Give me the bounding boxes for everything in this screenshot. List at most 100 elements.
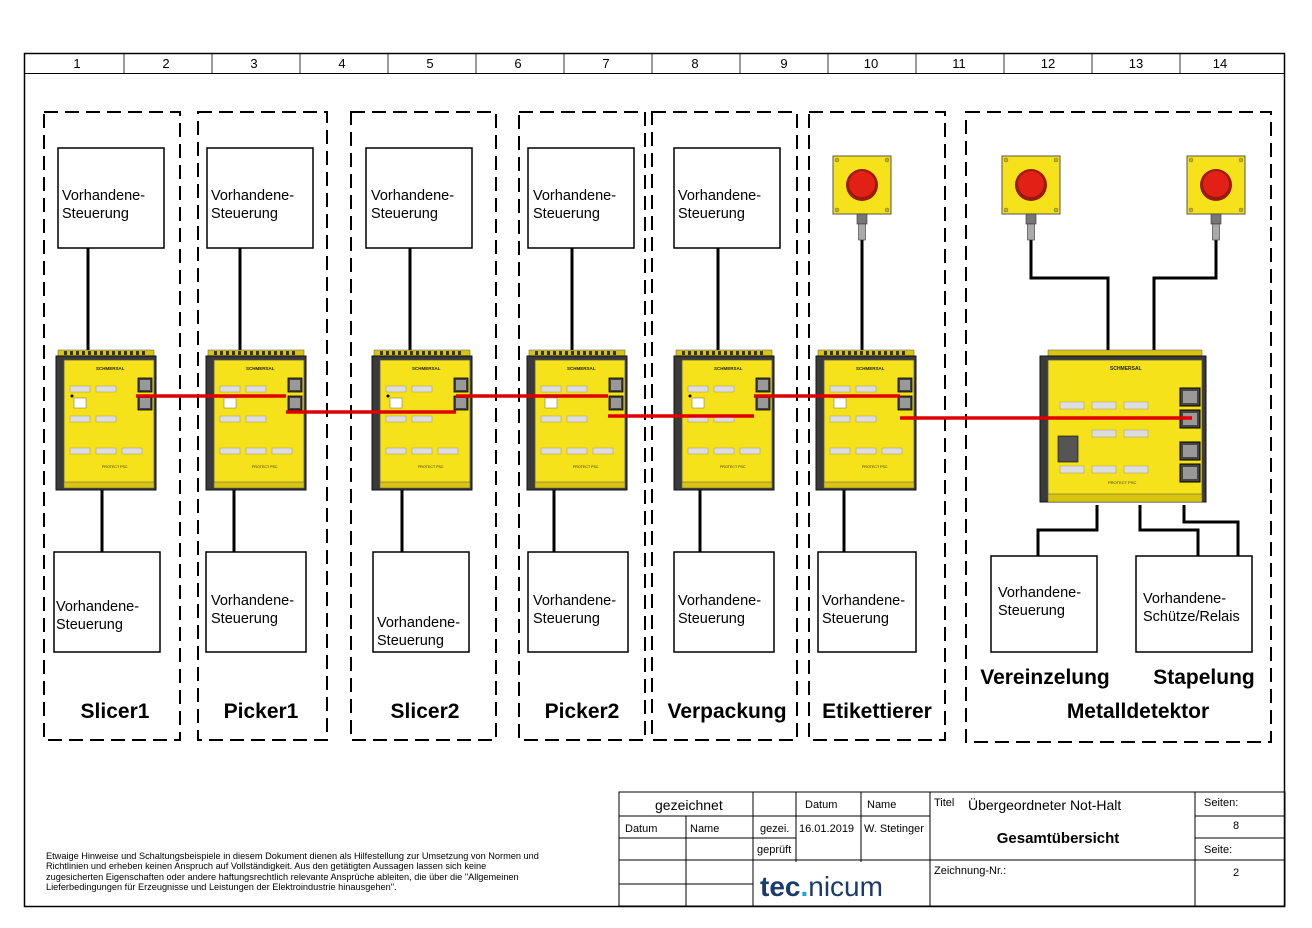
box-text: Vorhandene- (211, 593, 294, 609)
title-block-pages-value: 8 (1233, 820, 1239, 832)
box-text: Schütze/Relais (1143, 609, 1240, 625)
group-etikettierer (808, 111, 946, 741)
box-text: Steuerung (211, 206, 278, 222)
module-model-label: PROTECT PSC (1108, 480, 1136, 485)
box-text: Steuerung (377, 633, 444, 649)
box-text: Steuerung (998, 603, 1065, 619)
ruler-label: 2 (162, 56, 169, 71)
ruler-label: 9 (780, 56, 787, 71)
station-label-etikettierer: Etikettierer (822, 700, 932, 723)
ruler-label: 13 (1129, 56, 1143, 71)
existing-control-box (673, 551, 775, 653)
title-block-name-value: W. Stetinger (864, 823, 924, 835)
box-text: Steuerung (533, 611, 600, 627)
ruler-label: 7 (602, 56, 609, 71)
ruler-label: 5 (426, 56, 433, 71)
station-label-slicer1: Slicer1 (81, 700, 150, 723)
title-block-date-col: Datum (625, 823, 657, 835)
ruler-label: 10 (864, 56, 878, 71)
title-block-date-header: Datum (805, 799, 837, 811)
station-label-vereinzelung: Vereinzelung (980, 666, 1110, 689)
disclaimer-line: zugesicherten Eigenschaften oder andere … (46, 871, 519, 882)
existing-control-box (673, 147, 781, 249)
title-block-name-col: Name (690, 823, 719, 835)
title-block-drawn-header: gezeichnet (655, 797, 723, 813)
title-block-name-header: Name (867, 799, 896, 811)
emergency-stop-button (1186, 155, 1246, 241)
disclaimer-line: Richtlinien und erheben keinen Anspruch … (46, 861, 487, 872)
safety-controller-module (205, 349, 307, 491)
box-text: Vorhandene- (533, 593, 616, 609)
box-text: Vorhandene- (533, 188, 616, 204)
disclaimer-line: Lieferbedingungen für Erzeugnisse und Le… (46, 882, 397, 893)
box-text: Vorhandene- (822, 593, 905, 609)
box-text: Vorhandene- (56, 599, 139, 615)
ruler-label: 3 (250, 56, 257, 71)
box-text: Vorhandene- (678, 593, 761, 609)
ruler-dividers (123, 54, 1181, 73)
existing-control-box (817, 551, 917, 653)
group-metalldetektor (965, 111, 1272, 743)
box-text: Steuerung (62, 206, 129, 222)
box-text: Steuerung (371, 206, 438, 222)
group-picker1 (197, 111, 328, 741)
box-text: Vorhandene- (998, 585, 1081, 601)
disclaimer-line: Etwaige Hinweise und Schaltungsbeispiele… (46, 851, 539, 861)
existing-control-box (372, 551, 470, 653)
existing-control-box (205, 551, 307, 653)
box-text: Steuerung (56, 617, 123, 633)
module-brand-label: SCHMERSAL (1110, 366, 1142, 372)
tecnicum-logo: tec.nicum (760, 871, 883, 902)
title-block (618, 791, 1286, 907)
group-slicer2 (350, 111, 497, 741)
safety-controller-module (371, 349, 473, 491)
box-text: Vorhandene- (62, 188, 145, 204)
box-text: Vorhandene- (1143, 591, 1226, 607)
box-text: Steuerung (678, 611, 745, 627)
ruler-label: 11 (952, 56, 966, 71)
station-label-slicer2: Slicer2 (391, 700, 460, 723)
emergency-stop-button (832, 155, 892, 241)
ruler-label: 8 (691, 56, 698, 71)
existing-control-box (57, 147, 165, 249)
disclaimer-text: Etwaige Hinweise und Schaltungsbeispiele… (46, 851, 539, 893)
emergency-stop-button (1001, 155, 1061, 241)
box-text: Steuerung (533, 206, 600, 222)
station-label-verpackung: Verpackung (667, 700, 786, 723)
box-text: Vorhandene- (377, 615, 460, 631)
box-text: Vorhandene- (678, 188, 761, 204)
ruler-label: 12 (1041, 56, 1055, 71)
title-block-page-label: Seite: (1204, 844, 1232, 856)
station-label-picker1: Picker1 (224, 700, 299, 723)
title-block-drawing-no: Zeichnung-Nr.: (934, 865, 1006, 877)
ruler-label: 1 (73, 56, 80, 71)
title-block-page-value: 2 (1233, 867, 1239, 879)
existing-control-box (53, 551, 161, 653)
title-block-title-label: Titel (934, 797, 954, 809)
box-text: Vorhandene- (371, 188, 454, 204)
title-block-drawn-row: gezei. (760, 823, 789, 835)
column-ruler: 1 2 3 4 5 6 7 8 9 10 11 12 13 14 (73, 56, 1227, 71)
ruler-label: 6 (514, 56, 521, 71)
safety-controller-module (526, 349, 628, 491)
box-text: Vorhandene- (211, 188, 294, 204)
existing-control-box (990, 555, 1098, 653)
title-block-pages-label: Seiten: (1204, 797, 1238, 809)
safety-controller-module (673, 349, 775, 491)
group-picker2 (518, 111, 646, 741)
box-text: Steuerung (211, 611, 278, 627)
existing-control-box (527, 551, 629, 653)
existing-contactor-box (1135, 555, 1253, 653)
station-label-stapelung: Stapelung (1153, 666, 1255, 689)
title-block-checked-row: geprüft (757, 844, 791, 856)
existing-control-box (365, 147, 473, 249)
safety-controller-module (815, 349, 917, 491)
existing-control-box (527, 147, 635, 249)
title-block-date-value: 16.01.2019 (799, 823, 854, 835)
safety-controller-module-large: SCHMERSAL PROTECT PSC (1039, 349, 1207, 503)
box-text: Steuerung (678, 206, 745, 222)
ruler-label: 4 (338, 56, 345, 71)
title-block-title-value: Übergeordneter Not-Halt (968, 796, 1121, 813)
title-block-subtitle: Gesamtübersicht (997, 830, 1120, 847)
